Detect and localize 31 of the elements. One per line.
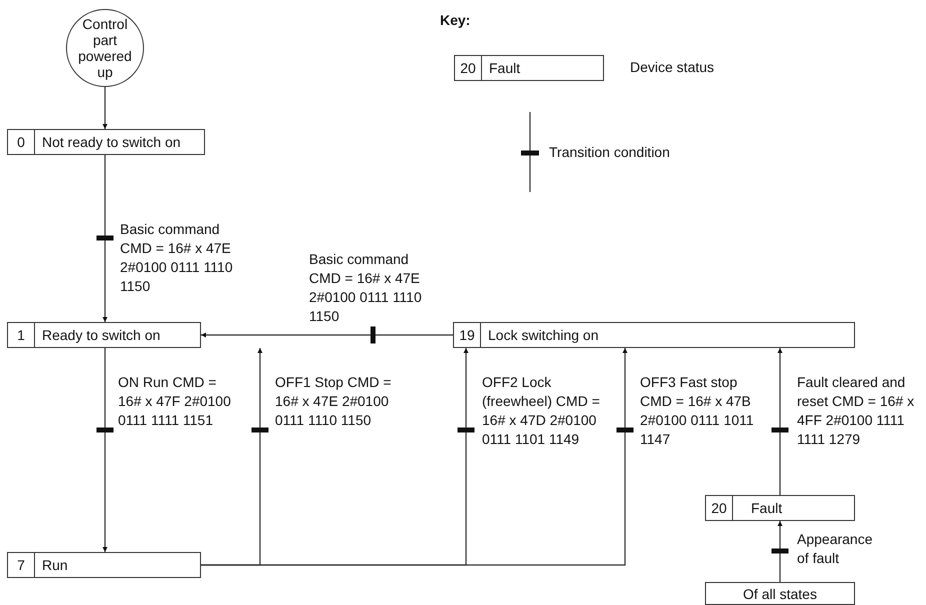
state-label: Fault <box>750 500 782 516</box>
state-label: Of all states <box>742 586 818 602</box>
legend-label: Transition condition <box>549 144 670 160</box>
arrow <box>201 348 628 566</box>
arrow <box>778 348 782 495</box>
key-description: Device status <box>630 59 714 75</box>
state-number: 7 <box>8 553 35 577</box>
state-label: Not ready to switch on <box>41 134 181 150</box>
state-number: 19 <box>454 323 481 347</box>
state-box <box>705 495 855 521</box>
state-label: Run <box>41 557 68 573</box>
state-box <box>7 322 201 348</box>
state-box <box>7 552 201 578</box>
arrow <box>102 155 108 322</box>
state-number: 0 <box>8 130 35 154</box>
arrow <box>102 348 108 552</box>
state-box <box>453 322 855 348</box>
state-label: Ready to switch on <box>41 327 160 343</box>
state-label: Fault <box>488 60 520 76</box>
arrow <box>778 521 782 582</box>
state-label: Lock switching on <box>487 327 599 343</box>
state-number: 20 <box>706 496 733 520</box>
state-label: Control part powered up <box>77 16 133 80</box>
arrow <box>201 332 453 338</box>
arrow <box>102 87 108 129</box>
state-number: 1 <box>8 323 35 347</box>
key-heading: Key: <box>440 12 470 28</box>
state-box <box>7 129 205 155</box>
state-box <box>705 582 855 605</box>
state-number: 20 <box>455 56 482 80</box>
state-box <box>454 55 604 81</box>
